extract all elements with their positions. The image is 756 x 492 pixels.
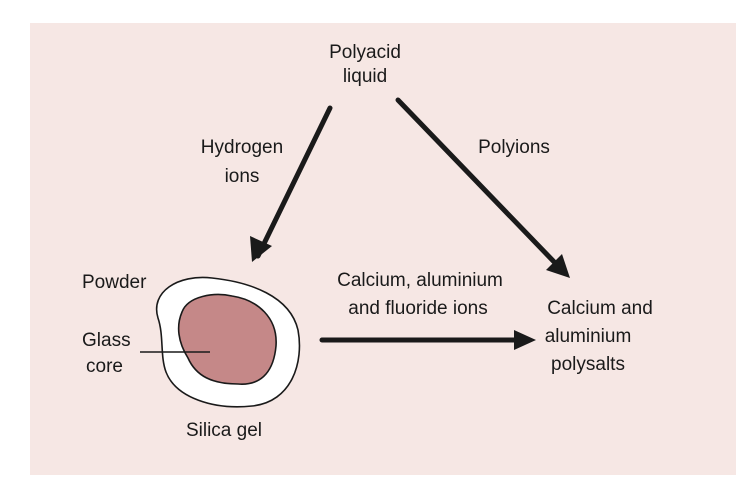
polysalts-label-line1: Calcium and [547,298,653,319]
arrowhead-to-powder [250,236,272,262]
arrowhead-horizontal [514,330,536,350]
polysalts-label-line3: polysalts [551,354,625,375]
powder-label: Powder [82,272,147,293]
polysalts-label-line2: aluminium [545,326,632,347]
hydrogen-ions-label-line2: ions [225,166,260,187]
diagram-background [30,23,736,475]
glass-core [177,293,277,385]
silica-gel-label: Silica gel [186,420,262,441]
hydrogen-ions-label-line1: Hydrogen [201,137,283,158]
polyions-label: Polyions [478,137,550,158]
arrowhead-to-polysalts [546,254,570,278]
arrow-to-polysalts [395,97,563,271]
calcium-ions-label-line1: Calcium, aluminium [337,270,503,291]
glass-core-label-line2: core [86,356,123,377]
polyacid-label-line2: liquid [343,66,387,87]
glass-core-label-line1: Glass [82,330,131,351]
calcium-ions-label-line2: and fluoride ions [348,298,487,319]
arrow-to-powder [255,105,333,259]
polyacid-label-line1: Polyacid [329,42,401,63]
